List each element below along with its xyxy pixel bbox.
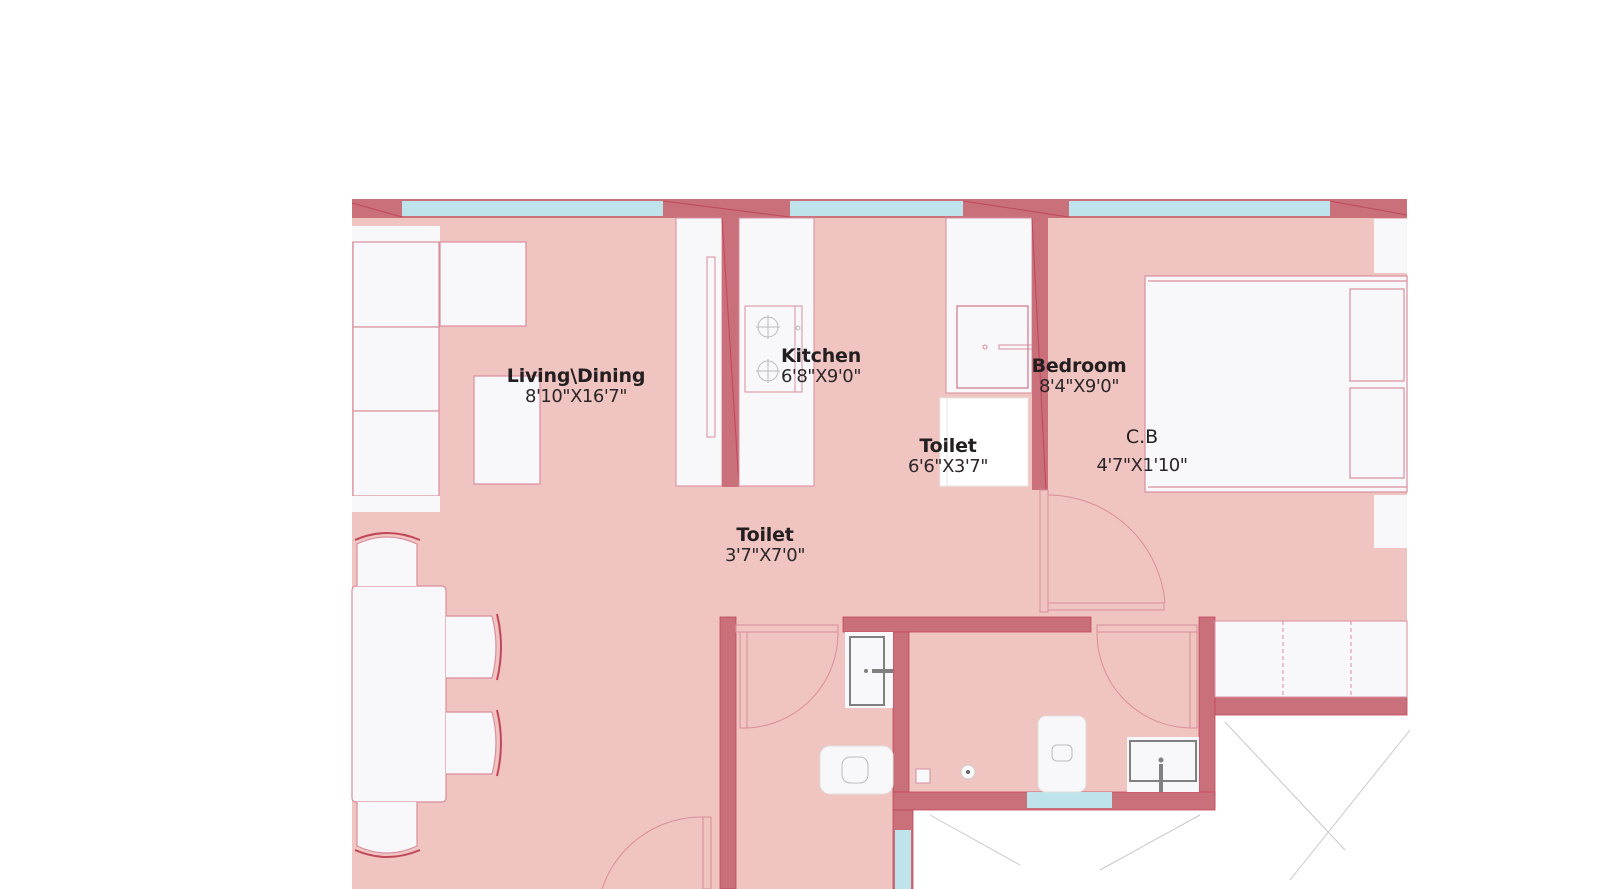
room-label-bedroom: Bedroom 8'4"X9'0"	[1032, 356, 1127, 397]
room-dimensions: 4'7"X1'10"	[1096, 454, 1188, 476]
room-dimensions: 6'6"X3'7"	[907, 455, 989, 477]
window-toilet	[1027, 792, 1112, 808]
window-living	[402, 201, 663, 216]
room-label-kitchen: Kitchen 6'8"X9'0"	[780, 345, 862, 387]
bed	[1144, 219, 1408, 548]
room-label-toilet-upper: Toilet 6'6"X3'7"	[907, 435, 989, 477]
room-dimensions: 8'4"X9'0"	[1038, 375, 1120, 397]
bedroom-door	[1039, 489, 1166, 613]
dining-table	[351, 532, 502, 858]
room-name: Toilet	[736, 524, 794, 546]
exterior-wall-top	[351, 199, 1408, 218]
wardrobe-utility	[939, 217, 1048, 491]
bathroom-fixtures	[819, 632, 1199, 795]
room-label-living-dining: Living\Dining 8'10"X16'7"	[506, 365, 646, 407]
room-label-cb: C.B 4'7"X1'10"	[1096, 426, 1188, 476]
interior-walls	[719, 616, 1408, 889]
room-dimensions: 8'10"X16'7"	[525, 385, 628, 407]
window-bedroom	[1069, 201, 1330, 216]
sofa-set	[352, 226, 541, 512]
sink-icon	[956, 305, 1029, 389]
window-toilet-side	[895, 830, 911, 889]
open-to-sky-lines	[929, 721, 1411, 881]
room-name: Bedroom	[1031, 355, 1127, 377]
wc-icon	[819, 745, 894, 795]
kitchen-counter	[675, 217, 815, 487]
room-dimensions: 3'7"X7'0"	[724, 544, 806, 566]
room-name: Kitchen	[780, 345, 862, 367]
room-name: Toilet	[919, 435, 977, 457]
storage-cabinet	[1214, 620, 1408, 698]
room-label-toilet-lower: Toilet 3'7"X7'0"	[724, 524, 806, 566]
room-name: Living\Dining	[506, 365, 646, 387]
wc-icon-2	[1037, 715, 1087, 793]
window-kitchen	[790, 201, 963, 216]
room-name: C.B	[1125, 426, 1159, 448]
room-dimensions: 6'8"X9'0"	[780, 365, 862, 387]
stove-icon	[744, 305, 803, 393]
toilet-doors	[735, 624, 1198, 729]
entry-door	[601, 816, 712, 889]
